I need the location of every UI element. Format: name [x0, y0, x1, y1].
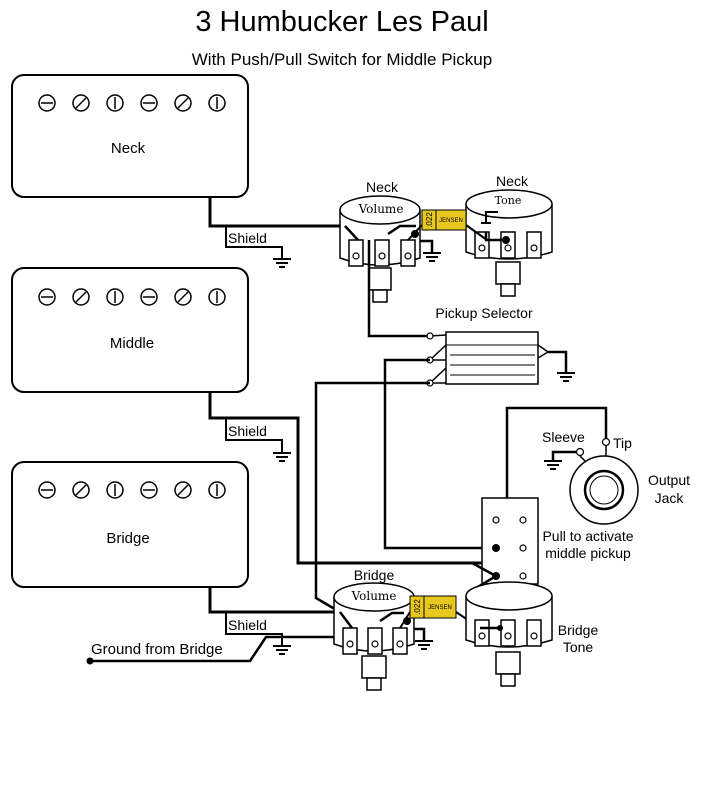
pole-pieces	[38, 288, 226, 306]
neck-tone-label: Tone	[495, 194, 522, 207]
bridge-volume-title: Bridge	[354, 567, 395, 583]
pickup-neck: Neck	[11, 74, 249, 198]
bridge-tone-pot	[465, 581, 553, 687]
selector-wiring	[314, 350, 577, 617]
diagram-title: 3 Humbucker Les Paul	[195, 6, 488, 38]
bridge-tone-label-line2: Tone	[563, 639, 594, 655]
pickup-middle: Middle	[11, 267, 249, 393]
neck-volume-title: Neck	[366, 179, 399, 195]
neck-tone-title: Neck	[496, 173, 529, 189]
shield-middle	[208, 392, 488, 565]
pickup-bridge-label: Bridge	[106, 530, 149, 547]
pole-pieces	[38, 481, 226, 499]
jack-wiring	[505, 406, 608, 500]
shield-neck-label: Shield	[228, 230, 267, 246]
neck-volume-pot	[339, 195, 421, 303]
output-jack	[569, 437, 639, 525]
jack-tip-label: Tip	[613, 435, 632, 451]
jack-label-line2: Jack	[655, 490, 685, 506]
pickup-selector-switch	[426, 331, 550, 387]
push-pull-switch	[481, 497, 539, 585]
shield-neck	[208, 197, 345, 268]
bridge-volume-pot	[333, 582, 415, 691]
neck-pot-wiring	[344, 211, 510, 338]
push-pull-label-line1: Pull to activate	[542, 528, 633, 544]
bridge-capacitor-value: .022	[413, 599, 422, 615]
bridge-tone-label-line1: Bridge	[558, 622, 599, 638]
pickup-middle-label: Middle	[110, 335, 154, 352]
neck-volume-label: Volume	[358, 202, 404, 216]
ground-from-bridge-wire	[86, 635, 340, 665]
push-pull-label-line2: middle pickup	[545, 545, 631, 561]
diagram-subtitle: With Push/Pull Switch for Middle Pickup	[192, 50, 492, 69]
pickup-selector-label: Pickup Selector	[435, 305, 533, 321]
neck-capacitor	[407, 209, 488, 241]
jack-label-line1: Output	[648, 472, 690, 488]
ground-from-bridge-label: Ground from Bridge	[91, 641, 223, 658]
bridge-volume-label: Volume	[351, 589, 397, 603]
shield-middle-label: Shield	[228, 423, 267, 439]
pole-pieces	[38, 94, 226, 112]
pickup-neck-label: Neck	[111, 140, 146, 157]
pickup-bridge: Bridge	[11, 461, 249, 588]
shield-bridge	[208, 587, 340, 655]
bridge-pot-wiring	[339, 611, 503, 651]
neck-capacitor-value: .022	[425, 212, 434, 228]
bridge-capacitor-brand: JENSEN	[428, 605, 452, 611]
neck-capacitor-brand: JENSEN	[439, 218, 463, 224]
shield-bridge-label: Shield	[228, 617, 267, 633]
jack-sleeve-label: Sleeve	[542, 429, 585, 445]
